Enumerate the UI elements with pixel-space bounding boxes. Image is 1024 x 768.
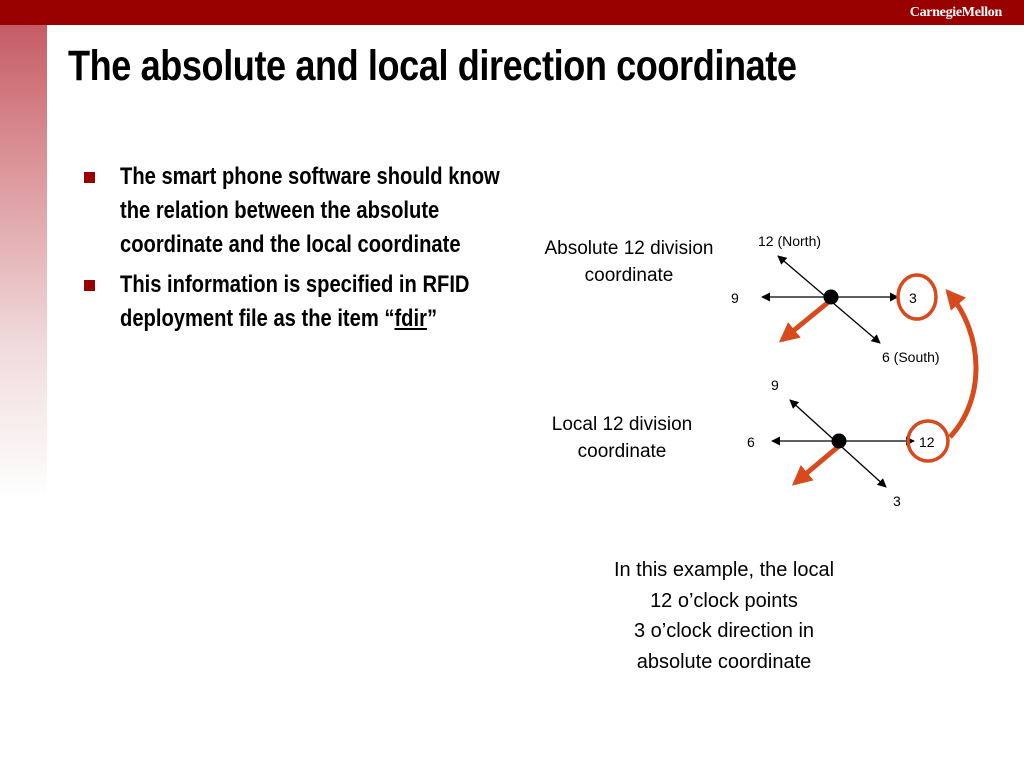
bullet-item: The smart phone software should know the… — [84, 160, 584, 262]
caption-line: In this example, the local — [613, 559, 835, 581]
fdir-highlight: fdir — [394, 305, 427, 332]
abs-center-dot — [823, 289, 839, 305]
bullet-item: This information is specified in RFID de… — [84, 268, 584, 336]
caption-line: 3 o’clock direction in — [633, 620, 815, 642]
abs-label-south: 6 (South) — [882, 349, 940, 365]
bullet-text: The smart phone software should know the… — [120, 163, 500, 258]
left-gradient-stripe — [0, 0, 47, 500]
absolute-compass — [761, 255, 938, 344]
example-caption: In this example, the local 12 o’clock po… — [564, 555, 884, 677]
absolute-title-line1: Absolute 12 division — [544, 238, 714, 259]
top-bar: CarnegieMellon — [0, 0, 1024, 25]
local-label-top: 9 — [771, 377, 779, 393]
local-compass — [771, 399, 950, 488]
cmu-logo: CarnegieMellon — [909, 5, 1003, 20]
bullet-text-before: This information is specified in RFID de… — [120, 271, 470, 332]
local-label-left: 6 — [747, 434, 755, 450]
bullet-text: This information is specified in RFID de… — [120, 268, 530, 336]
absolute-title: Absolute 12 division coordinate — [522, 235, 736, 289]
local-title-line2: coordinate — [577, 441, 667, 462]
bullet-text-after: ” — [426, 305, 438, 332]
abs-3-circle — [896, 273, 938, 321]
caption-line: absolute coordinate — [636, 650, 812, 673]
bullet-list: The smart phone software should know the… — [84, 160, 584, 342]
caption-line: 12 o’clock points — [650, 589, 798, 612]
abs-label-west: 9 — [731, 290, 739, 306]
abs-label-north: 12 (North) — [758, 233, 822, 249]
square-bullet-icon — [84, 172, 95, 183]
abs-label-east: 3 — [909, 290, 917, 306]
local-label-bottom: 3 — [893, 493, 901, 509]
slide-title: The absolute and local direction coordin… — [68, 42, 797, 90]
square-bullet-icon — [84, 280, 95, 291]
abs-direction-arrow — [778, 298, 833, 343]
local-title-line1: Local 12 division — [551, 414, 693, 435]
local-direction-arrow — [791, 444, 841, 486]
local-title: Local 12 division coordinate — [520, 411, 724, 465]
mapping-curve-arrow — [945, 288, 979, 439]
local-center-dot — [831, 433, 847, 449]
local-12-circle — [906, 419, 950, 463]
absolute-title-line2: coordinate — [584, 265, 674, 286]
local-label-right: 12 — [919, 434, 935, 450]
